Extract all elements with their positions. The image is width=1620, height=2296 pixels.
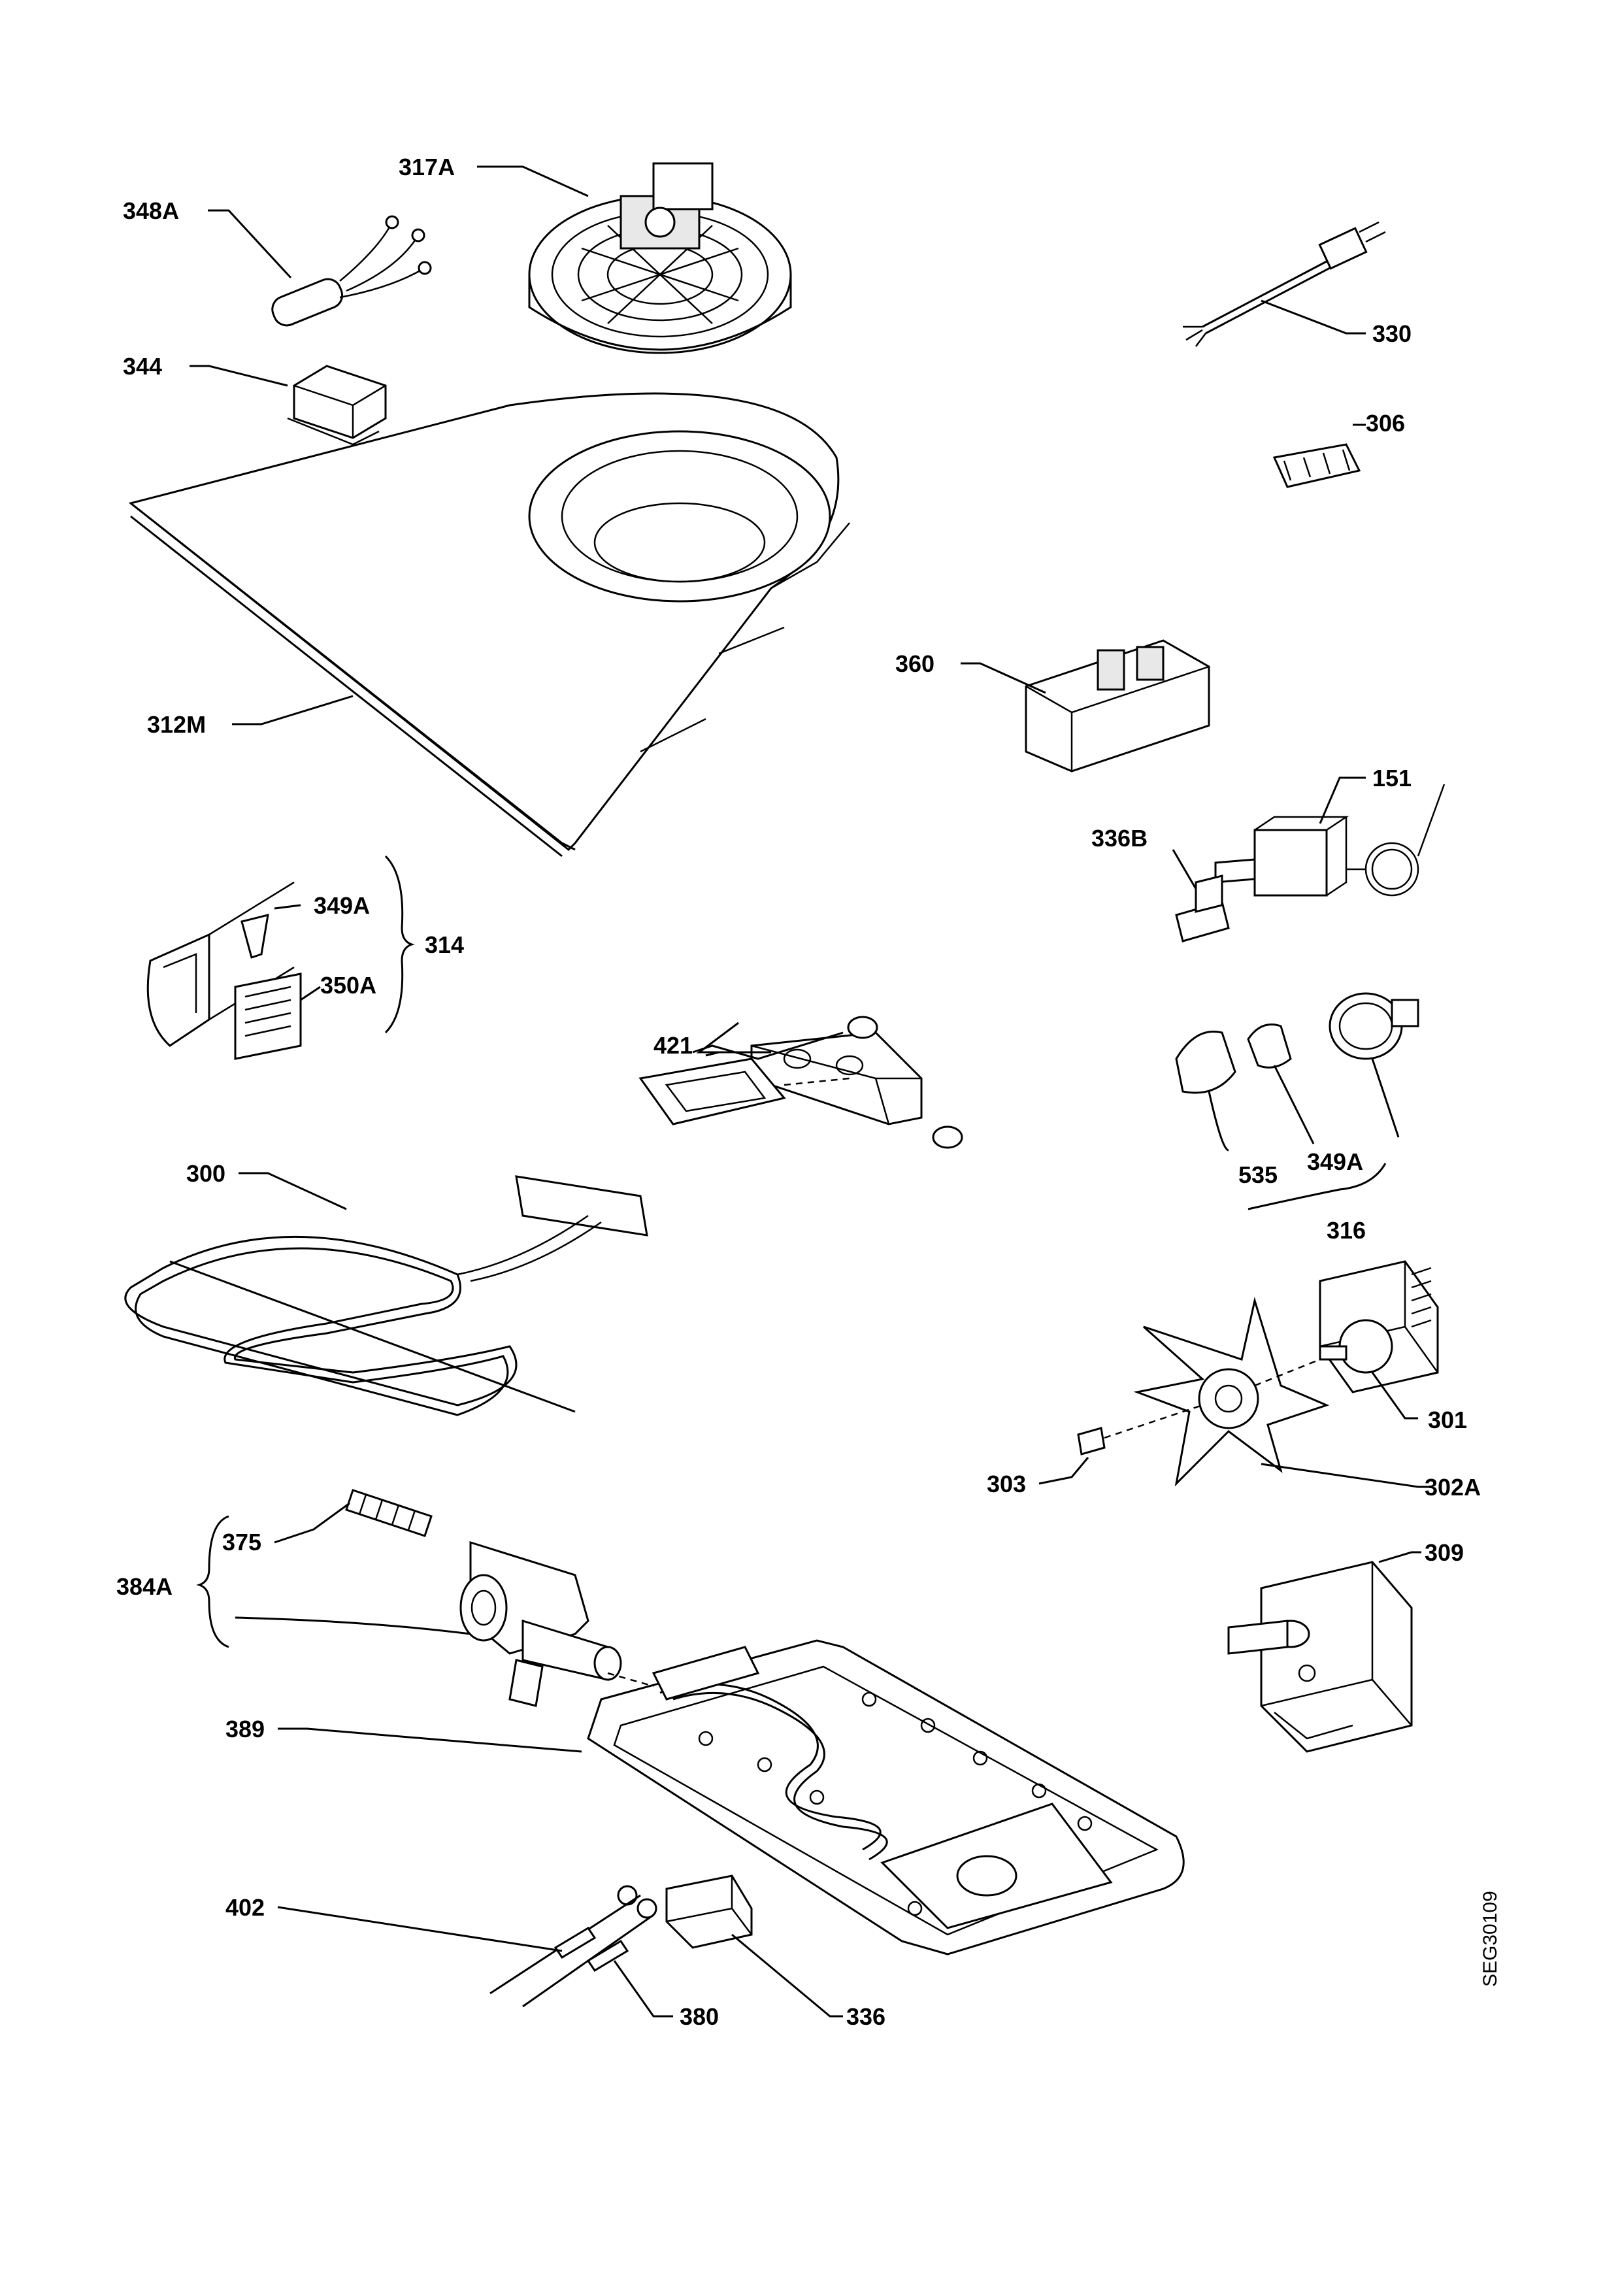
part-402-thermocouple (489, 1894, 641, 1995)
label-312M: 312M (147, 711, 206, 738)
leader-350A (300, 986, 321, 1001)
label-336: 336 (846, 2003, 885, 2030)
label-402: 402 (225, 1894, 265, 1921)
part-330-power-cord (1183, 221, 1386, 347)
label-314: 314 (425, 931, 464, 958)
part-309-timer (1227, 1561, 1413, 1753)
part-300-grill-element (124, 1175, 648, 1416)
label-375: 375 (222, 1529, 261, 1556)
part-336-bracket (617, 1874, 753, 1949)
part-302A-fan-blade (1133, 1297, 1330, 1487)
burner-holes (698, 1691, 1093, 1916)
leader-312M (232, 695, 354, 725)
label-389: 389 (225, 1716, 265, 1742)
label-380: 380 (680, 2003, 719, 2030)
label-151: 151 (1372, 765, 1412, 791)
leader-360 (961, 662, 1046, 694)
label-360: 360 (895, 650, 934, 677)
dash-303 (1104, 1404, 1203, 1439)
label-300: 300 (186, 1160, 225, 1187)
label-349A-b: 349A (1307, 1148, 1363, 1175)
leader-389 (278, 1727, 582, 1753)
part-303-nut (1077, 1427, 1106, 1456)
leader-336B (1172, 849, 1197, 890)
part-312M-fan-cover (128, 392, 850, 857)
label-421: 421 (653, 1032, 693, 1059)
part-316-lamp-set (1175, 992, 1419, 1094)
leader-301 (1371, 1372, 1418, 1420)
leader-300 (239, 1172, 347, 1210)
part-317A-fan-assembly (528, 162, 792, 354)
leader-348A (208, 209, 292, 279)
label-330: 330 (1372, 320, 1412, 347)
label-384A: 384A (116, 1573, 173, 1600)
dash-384A-389 (607, 1672, 654, 1688)
part-384A-injector-holder (345, 1489, 622, 1707)
label-316: 316 (1327, 1217, 1366, 1244)
leader-336 (731, 1933, 843, 2018)
part-380-electrode (522, 1914, 654, 2008)
part-151-thermostat (1214, 784, 1446, 897)
part-348A-capacitor (271, 215, 432, 327)
part-314-lamp-assembly (146, 881, 302, 1060)
label-317A: 317A (399, 154, 455, 180)
brace-316 (1248, 1163, 1387, 1210)
part-306-terminal-block (1272, 443, 1361, 488)
part-421-terminal-seal (638, 1016, 963, 1149)
leader-309 (1378, 1551, 1421, 1563)
leader-151 (1319, 776, 1366, 824)
label-350A: 350A (320, 972, 376, 999)
leader-380 (613, 1960, 673, 2018)
label-309: 309 (1425, 1539, 1464, 1566)
part-301-fan-motor (1319, 1260, 1439, 1393)
label-301: 301 (1428, 1406, 1467, 1433)
leader-375 (274, 1502, 350, 1544)
leaders-316 (1208, 1058, 1400, 1152)
leader-384A-sub (235, 1616, 471, 1635)
part-360-ignition-unit (1025, 639, 1210, 773)
brace-384A (196, 1515, 229, 1648)
label-535: 535 (1238, 1161, 1278, 1188)
leader-421 (696, 1022, 771, 1057)
label-336B: 336B (1091, 825, 1148, 852)
leader-303 (1038, 1457, 1089, 1485)
part-389-burner (587, 1639, 1185, 1955)
brace-314 (384, 855, 415, 1034)
leader-349A-a (274, 904, 301, 910)
label-302A: 302A (1425, 1474, 1481, 1501)
part-336B-bracket (1175, 874, 1230, 942)
leader-330 (1261, 299, 1366, 335)
label-306: 306 (1366, 410, 1405, 437)
leader-421-line (692, 1031, 844, 1060)
label-303: 303 (987, 1471, 1026, 1497)
label-344: 344 (123, 353, 162, 380)
leader-402 (277, 1906, 563, 1952)
label-348A: 348A (123, 197, 179, 224)
drawing-code: SEG30109 (1479, 1891, 1501, 1987)
label-349A-a: 349A (314, 892, 370, 919)
part-344-relay (287, 365, 387, 446)
leader-344 (190, 365, 288, 387)
leader-317A (477, 165, 589, 197)
leader-302A (1261, 1463, 1431, 1488)
